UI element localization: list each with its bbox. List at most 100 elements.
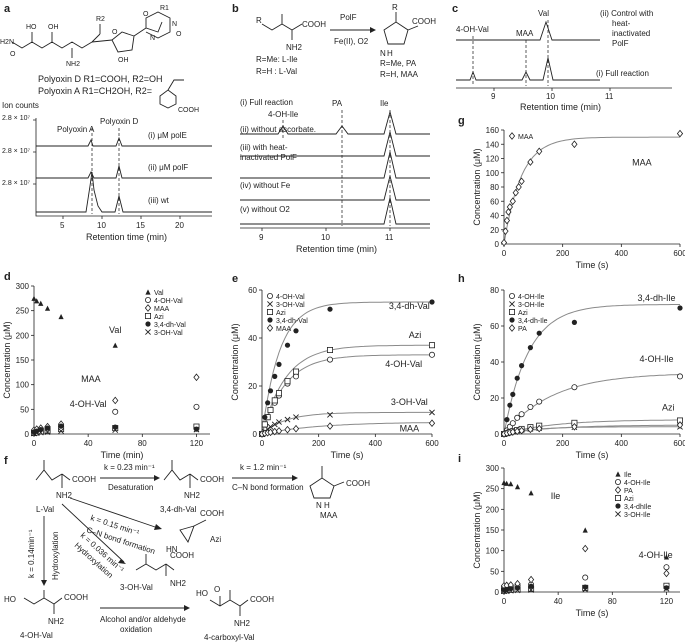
i-ytick-label: 300	[486, 464, 500, 473]
i-axes	[503, 468, 680, 593]
b-trace-iv: (iv) without Fe	[240, 181, 291, 190]
e-xtick-label: 400	[369, 439, 383, 448]
f-3oh-cooh: COOH	[170, 551, 194, 560]
f-4oh-val: 4-OH-Val	[20, 631, 53, 640]
e-point-Azi	[261, 421, 268, 428]
e-point-3-OH-Val	[276, 419, 282, 425]
b-peak-ile: Ile	[380, 99, 389, 108]
c-control-1: (ii) Control with	[600, 9, 653, 18]
i-point-3-OH-Ile	[507, 587, 514, 594]
e-point-MAA	[428, 419, 436, 428]
peak-polyoxin-a: Polyoxin A	[57, 125, 95, 134]
f-azi: Azi	[210, 535, 221, 544]
d-point-3-OH-Val	[112, 427, 119, 433]
e-xtick-label: 0	[260, 439, 265, 448]
e-fit-Azi	[261, 344, 432, 435]
i-ylabel: Concentration (μM)	[472, 491, 482, 568]
f-4c-o: O	[214, 585, 220, 594]
trace-label-iii: (iii) wt	[148, 196, 170, 205]
h-point-4-OH-Ile	[536, 398, 543, 405]
i-legend-label: 3-OH-Ile	[624, 512, 651, 519]
e-point-MAA	[292, 424, 300, 433]
h-point-3,4-dh-Ile	[507, 402, 513, 408]
c-control-2: heat-	[612, 19, 631, 28]
i-point-PA	[663, 569, 670, 578]
d-legend-marker	[144, 296, 151, 303]
e-point-Azi	[275, 390, 282, 397]
d-point-4-OH-Val	[112, 408, 119, 415]
f-maa-cooh: COOH	[346, 479, 370, 488]
i-point-Ile	[582, 527, 588, 533]
struct-r2: R2	[96, 16, 105, 23]
i-point-PA	[527, 575, 535, 584]
i-xtick-label: 0	[502, 597, 507, 606]
i-point-3,4-dhIle	[504, 586, 510, 593]
e-point-3,4-dh-Val	[429, 299, 435, 305]
g-xtick-label: 400	[615, 249, 629, 258]
g-legend-label: MAA	[518, 134, 534, 141]
g-point-MAA	[512, 188, 519, 197]
c-peak-val: Val	[538, 9, 549, 18]
i-legend-label: Azi	[624, 496, 634, 503]
f-4c-nh2: NH2	[234, 619, 251, 628]
h-point-3,4-dh-Ile	[571, 319, 578, 325]
d-axes	[33, 286, 210, 435]
h-point-3,4-dh-Ile	[510, 391, 516, 397]
i-point-3,4-dhIle	[528, 583, 534, 589]
d-ytick-label: 0	[25, 430, 30, 439]
i-point-4-OH-Ile	[582, 574, 589, 581]
d-legend-marker	[144, 304, 152, 312]
h-point-4-OH-Ile	[677, 373, 684, 380]
g-annotation: MAA	[632, 158, 652, 168]
trace-label-i: (i) μM polE	[148, 131, 187, 140]
d-point-3-OH-Val	[58, 428, 64, 434]
struct-o2: O	[176, 31, 182, 38]
b-prod-cooh: COOH	[412, 17, 436, 26]
h-legend-label: PA	[518, 326, 527, 333]
d-legend-label: 3,4-dh-Val	[154, 322, 186, 329]
h-ylabel: Concentration (μM)	[472, 323, 482, 400]
i-legend-marker	[615, 478, 622, 485]
d-legend-label: 3-OH-Val	[154, 330, 183, 337]
g-axes	[503, 130, 680, 245]
f-3oh-val: 3-OH-Val	[120, 583, 153, 592]
f-rate-1: k = 0.23 min⁻¹	[104, 463, 155, 472]
g-point-MAA	[506, 203, 513, 211]
b-xtick-9: 9	[259, 233, 264, 242]
b-pdef-2: R=H, MAA	[380, 70, 419, 79]
h-point-3,4-dh-Ile	[527, 345, 534, 351]
e-annotation: 3-OH-Val	[391, 397, 428, 407]
i-ytick-label: 50	[490, 567, 499, 576]
b-prod-h: H	[387, 49, 393, 58]
struct-n2: N	[172, 21, 177, 28]
g-ytick-label: 0	[495, 240, 500, 249]
d-annotation: Val	[109, 325, 121, 335]
f-4c-cooh: COOH	[250, 595, 274, 604]
e-point-3,4-dh-Val	[327, 306, 333, 312]
e-point-3-OH-Val	[284, 416, 291, 423]
d-point-Val	[44, 305, 51, 311]
f-rate-2: k = 1.2 min⁻¹	[240, 463, 287, 472]
struct-r1: R1	[160, 5, 169, 12]
b-rdef-2: R=H : L-Val	[256, 67, 297, 76]
e-legend-label: 3-OH-Val	[276, 302, 305, 309]
d-ytick-label: 100	[16, 381, 30, 390]
h-ytick-label: 80	[490, 286, 499, 295]
d-ytick-label: 150	[16, 356, 30, 365]
d-ytick-label: 300	[16, 282, 30, 291]
struct-nh2: NH2	[66, 61, 80, 68]
f-dh-val: 3,4-dh-Val	[160, 505, 197, 514]
h-xlabel: Time (s)	[576, 450, 609, 460]
e-ytick-label: 60	[248, 286, 257, 295]
g-point-MAA	[502, 227, 509, 236]
h-legend-label: Azi	[518, 310, 528, 317]
d-xtick-label: 80	[138, 439, 147, 448]
b-prod-n: N	[380, 49, 386, 58]
i-xtick-label: 40	[554, 597, 563, 606]
d-xtick-label: 40	[84, 439, 93, 448]
h-legend-marker	[509, 317, 515, 323]
